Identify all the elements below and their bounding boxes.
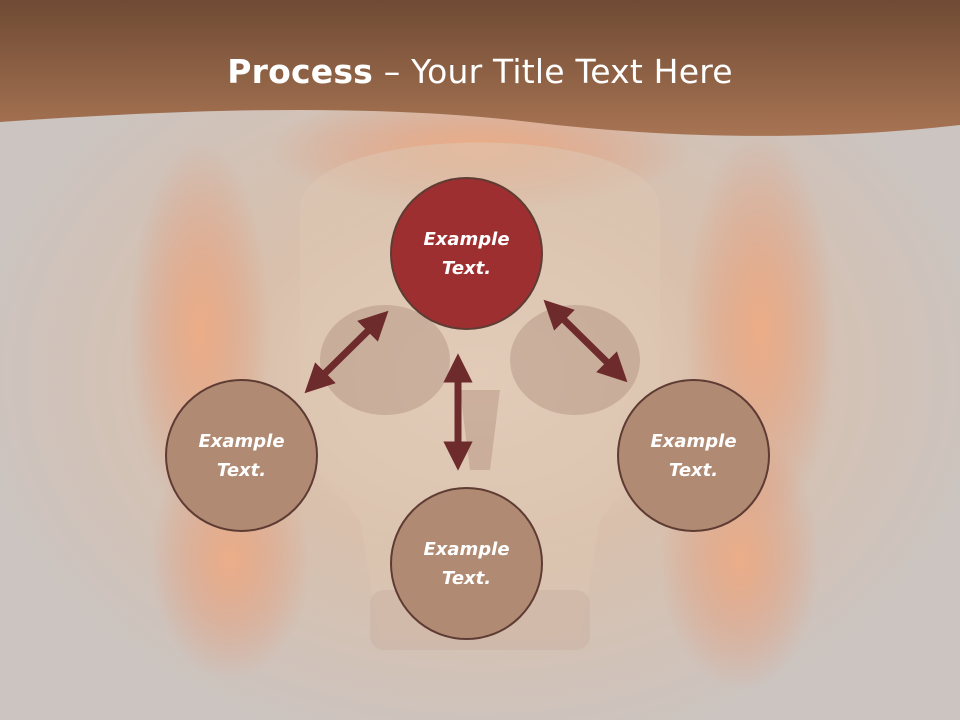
node-top-line1: Example (423, 228, 510, 250)
slide-title: Process – Your Title Text Here (0, 52, 960, 91)
node-top-line2: Text. (441, 257, 492, 279)
title-rest: – Your Title Text Here (373, 52, 733, 91)
node-bottom-line1: Example (423, 538, 510, 560)
node-left-line2: Text. (216, 459, 267, 481)
node-bottom-line2: Text. (441, 567, 492, 589)
node-right-line2: Text. (668, 459, 719, 481)
node-right-line1: Example (650, 430, 737, 452)
node-left-line1: Example (198, 430, 285, 452)
title-bold: Process (227, 52, 374, 91)
